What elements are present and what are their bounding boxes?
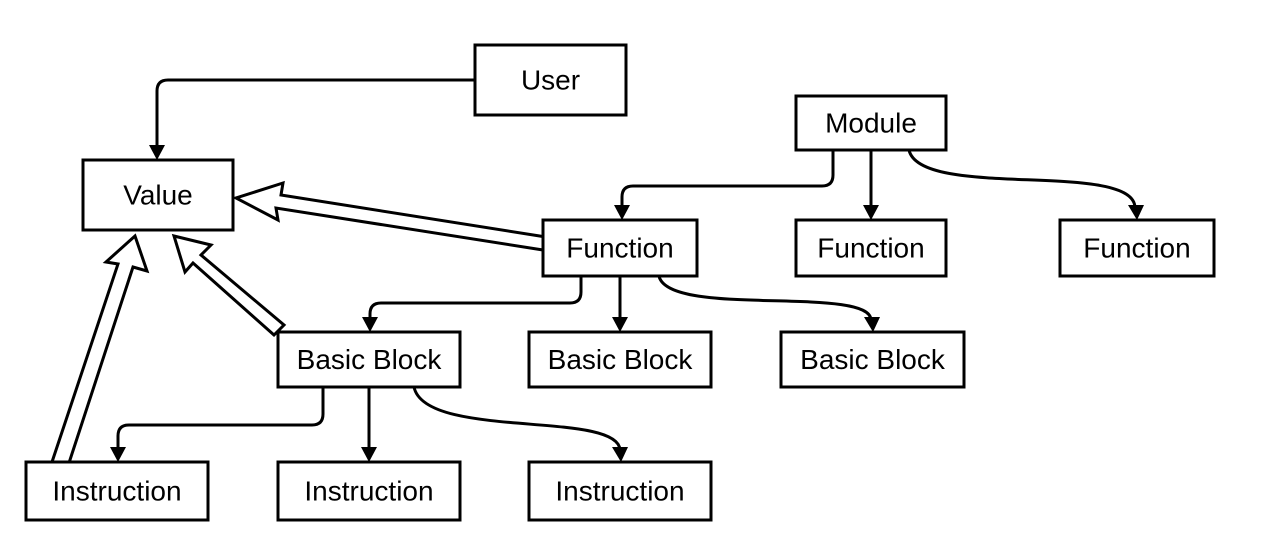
inheritance-arrows — [50, 180, 548, 468]
node-instruction-1-label: Instruction — [52, 476, 181, 507]
node-function-3: Function — [1058, 218, 1216, 278]
node-function-main-label: Function — [566, 233, 673, 264]
node-instruction-1: Instruction — [24, 460, 210, 522]
node-function-3-label: Function — [1083, 233, 1190, 264]
arrowhead-function-2 — [863, 205, 879, 220]
node-instruction-2-label: Instruction — [304, 476, 433, 507]
node-instruction-3: Instruction — [527, 460, 713, 522]
arrowhead-function-main — [614, 205, 630, 220]
node-function-2-label: Function — [817, 233, 924, 264]
arrowhead-basicblock-2 — [612, 317, 628, 332]
node-basic-block-main: Basic Block — [276, 330, 462, 389]
edge-basicblock-to-instruction-3 — [412, 386, 622, 451]
node-basic-block-3-label: Basic Block — [800, 344, 946, 375]
inherit-arrow-basicblock-to-value — [171, 233, 287, 338]
arrowhead-function-3 — [1128, 205, 1144, 220]
node-module: Module — [794, 94, 948, 152]
arrowhead-instruction-2 — [361, 447, 377, 462]
arrowhead-value — [149, 145, 165, 160]
arrowhead-basicblock-main — [362, 317, 378, 332]
arrowhead-basicblock-3 — [864, 317, 880, 332]
node-basic-block-3: Basic Block — [779, 330, 966, 389]
edges — [110, 78, 1144, 462]
node-function-2: Function — [794, 218, 948, 278]
arrowhead-instruction-3 — [612, 447, 628, 462]
inherit-arrow-instruction-to-value — [50, 233, 150, 468]
node-basic-block-main-label: Basic Block — [297, 344, 443, 375]
node-instruction-3-label: Instruction — [555, 476, 684, 507]
edge-basicblock-to-instruction-1 — [116, 387, 325, 450]
node-module-label: Module — [825, 108, 917, 139]
node-user-label: User — [521, 65, 580, 96]
edge-user-to-value — [155, 78, 475, 148]
node-basic-block-2: Basic Block — [527, 330, 713, 389]
edge-module-to-function-3 — [907, 149, 1137, 209]
node-instruction-2: Instruction — [276, 460, 462, 522]
edge-function-to-basicblock-3 — [657, 275, 873, 321]
arrowhead-instruction-1 — [110, 447, 126, 462]
node-value: Value — [81, 158, 235, 232]
node-user: User — [473, 43, 628, 117]
node-value-label: Value — [123, 180, 193, 211]
edge-function-to-basicblock-main — [368, 276, 583, 320]
edge-module-to-function-main — [620, 150, 835, 208]
inherit-arrow-function-to-value — [232, 180, 548, 252]
node-function-main: Function — [541, 218, 699, 278]
node-basic-block-2-label: Basic Block — [548, 344, 694, 375]
